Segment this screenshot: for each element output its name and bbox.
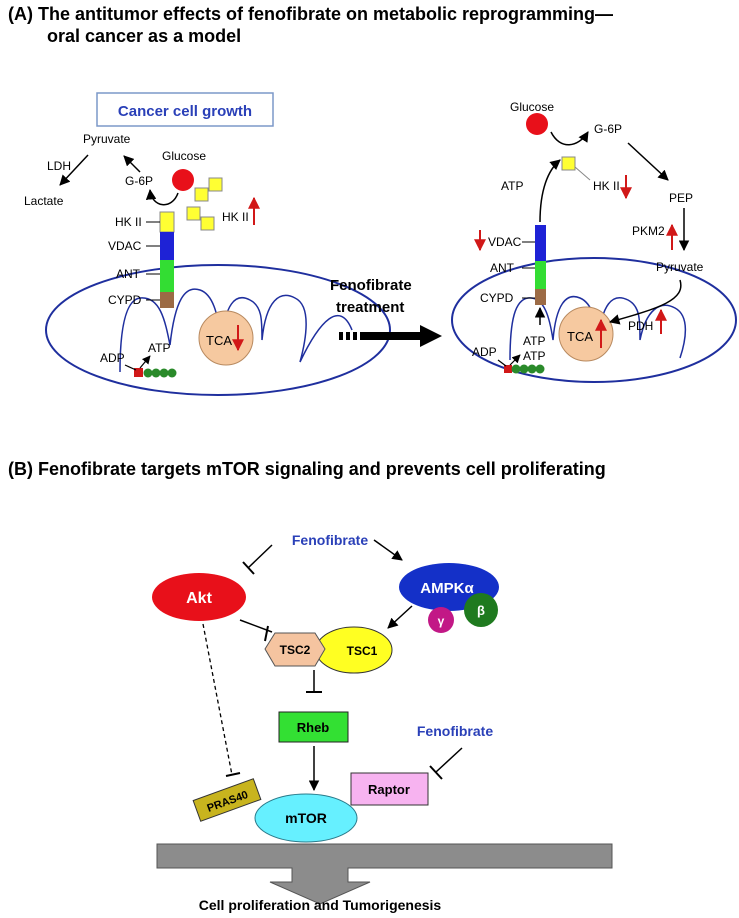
hkii-free-2 [208, 177, 223, 192]
atp-top-label-right: ATP [501, 179, 523, 193]
cypd-label-right: CYPD [480, 291, 514, 305]
mtor-node [254, 793, 358, 843]
fenofibrate-right-label: Fenofibrate [417, 723, 493, 739]
ant-label-left: ANT [116, 267, 141, 281]
adp-label-left: ADP [100, 351, 125, 365]
panel-b-title: (B) Fenofibrate targets mTOR signaling a… [8, 459, 606, 479]
akt-label: Akt [186, 590, 212, 607]
atp-mid-label-right: ATP [523, 334, 545, 348]
glucose-dot-left [172, 169, 194, 191]
ant-bar-right [535, 261, 546, 289]
pyruvate-label-left: Pyruvate [83, 132, 131, 146]
outcome-label: Cell proliferation and Tumorigenesis [199, 897, 442, 913]
pkm2-label-right: PKM2 [632, 224, 665, 238]
akt-node [152, 573, 246, 621]
rheb-label: Rheb [297, 720, 330, 735]
cypd-label-left: CYPD [108, 293, 142, 307]
vdac-label-left: VDAC [108, 239, 142, 253]
panel-a-title-line2: oral cancer as a model [47, 26, 242, 46]
gamma-label: γ [438, 614, 445, 628]
ant-bar-left [160, 260, 174, 292]
cristae-left [119, 288, 353, 373]
atp-label-right: ATP [523, 349, 545, 363]
pdh-label-right: PDH [628, 319, 653, 333]
beta-label: β [477, 603, 485, 618]
ant-label-right: ANT [490, 261, 515, 275]
tca-label-left: TCA [206, 333, 232, 348]
hkii-free-4 [200, 216, 215, 231]
vdac-bar-right [535, 225, 546, 261]
treatment-arrow [360, 325, 442, 347]
treatment-label-1: Fenofibrate [330, 277, 412, 294]
cypd-bar-left [160, 292, 174, 308]
pras40-node: PRAS40 [192, 778, 262, 822]
hkii-free-label-left: HK II [222, 210, 249, 224]
panel-a-right: TCA VDAC ANT CYPD Glucose G-6P HK II ATP… [451, 100, 737, 383]
cancer-growth-box [96, 92, 274, 127]
vdac-label-right: VDAC [488, 235, 522, 249]
tsc2-label: TSC2 [280, 643, 311, 657]
outcome-arrow [156, 843, 613, 905]
atp-label-left: ATP [148, 341, 170, 355]
tsc2-node [264, 632, 326, 667]
panel-b: Fenofibrate Akt AMPKα γ β TSC1 TSC2 Rheb… [152, 532, 613, 913]
adp-label-right: ADP [472, 345, 497, 359]
raptor-node [350, 772, 429, 806]
tca-circle-left [198, 310, 254, 366]
glucose-dot-right [526, 113, 548, 135]
vdac-bar-left [160, 232, 174, 260]
raptor-label: Raptor [368, 782, 410, 797]
hkii-bound-left [159, 211, 175, 233]
tca-label-right: TCA [567, 329, 593, 344]
glucose-label-right: Glucose [510, 100, 554, 114]
panel-a-left: Cancer cell growth TCA HK II VDAC ANT CY… [24, 92, 391, 396]
mtor-label: mTOR [285, 810, 327, 826]
tsc1-label: TSC1 [347, 644, 378, 658]
atp-synthase-red-right [504, 365, 512, 373]
g6p-label-right: G-6P [594, 122, 622, 136]
atp-synthase-red-left [134, 368, 143, 377]
hkii-label-right: HK II [593, 179, 620, 193]
gamma-node [428, 607, 454, 633]
hkii-square-right [561, 156, 576, 171]
pyruvate-label-right: Pyruvate [656, 260, 704, 274]
hkii-free-1 [194, 187, 209, 202]
rheb-node [278, 711, 349, 743]
pep-label-right: PEP [669, 191, 693, 205]
hkii-label-left: HK II [115, 215, 142, 229]
fenofibrate-top-label: Fenofibrate [292, 532, 368, 548]
ldh-label-left: LDH [47, 159, 71, 173]
treatment-label-2: treatment [336, 299, 404, 316]
panel-a-title-line1: (A) The antitumor effects of fenofibrate… [8, 4, 614, 24]
lactate-label-left: Lactate [24, 194, 64, 208]
cypd-bar-right [535, 289, 546, 305]
cancer-growth-label: Cancer cell growth [118, 103, 252, 120]
treatment-arrow-group: Fenofibrate treatment [330, 277, 442, 347]
g6p-label-left: G-6P [125, 174, 153, 188]
ampk-label: AMPKα [420, 580, 474, 597]
hkii-free-3 [186, 206, 201, 221]
beta-node [464, 593, 498, 627]
glucose-label-left: Glucose [162, 149, 206, 163]
